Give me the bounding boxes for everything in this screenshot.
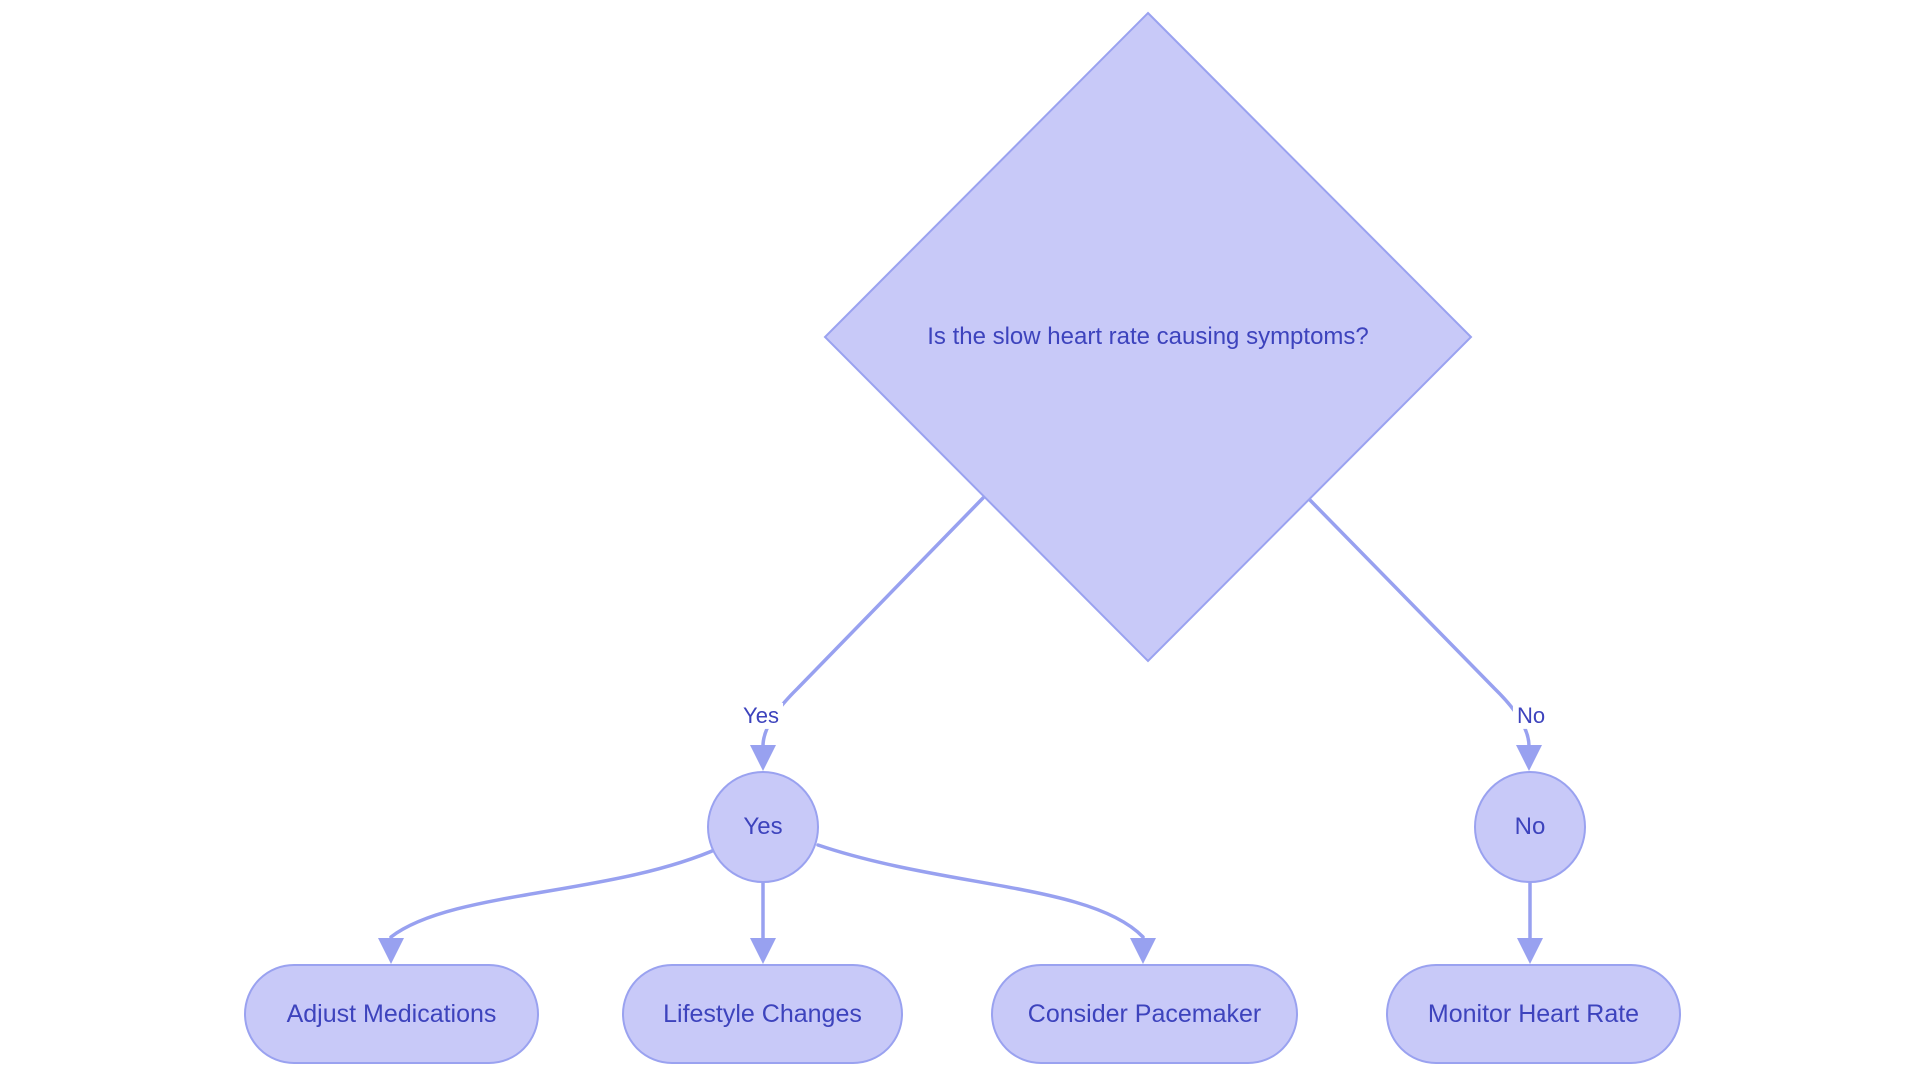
arrowhead-decision-to-no: [1516, 745, 1542, 771]
arrowhead-yes-to-pacemaker: [1130, 938, 1156, 964]
no-node-shape: [1474, 771, 1586, 883]
edge-decision-to-no: [1306, 496, 1531, 748]
edge-yes-to-adjust: [389, 846, 721, 939]
lifestyle-node-shape: [622, 964, 903, 1064]
arrowhead-yes-to-adjust: [378, 938, 404, 964]
pacemaker-node-shape: [991, 964, 1298, 1064]
edge-label-no: No: [1512, 702, 1550, 730]
edges: [378, 496, 1543, 964]
edge-decision-to-yes: [761, 496, 985, 748]
arrowhead-decision-to-yes: [750, 745, 776, 771]
adjust-node-shape: [244, 964, 539, 1064]
monitor-node-shape: [1386, 964, 1681, 1064]
arrowhead-yes-to-lifestyle: [750, 938, 776, 964]
edge-label-yes: Yes: [739, 702, 783, 730]
yes-node-shape: [707, 771, 819, 883]
decision-node-shape: [823, 11, 1473, 663]
edge-yes-to-pacemaker: [816, 843, 1145, 939]
arrowhead-no-to-monitor: [1517, 938, 1543, 964]
